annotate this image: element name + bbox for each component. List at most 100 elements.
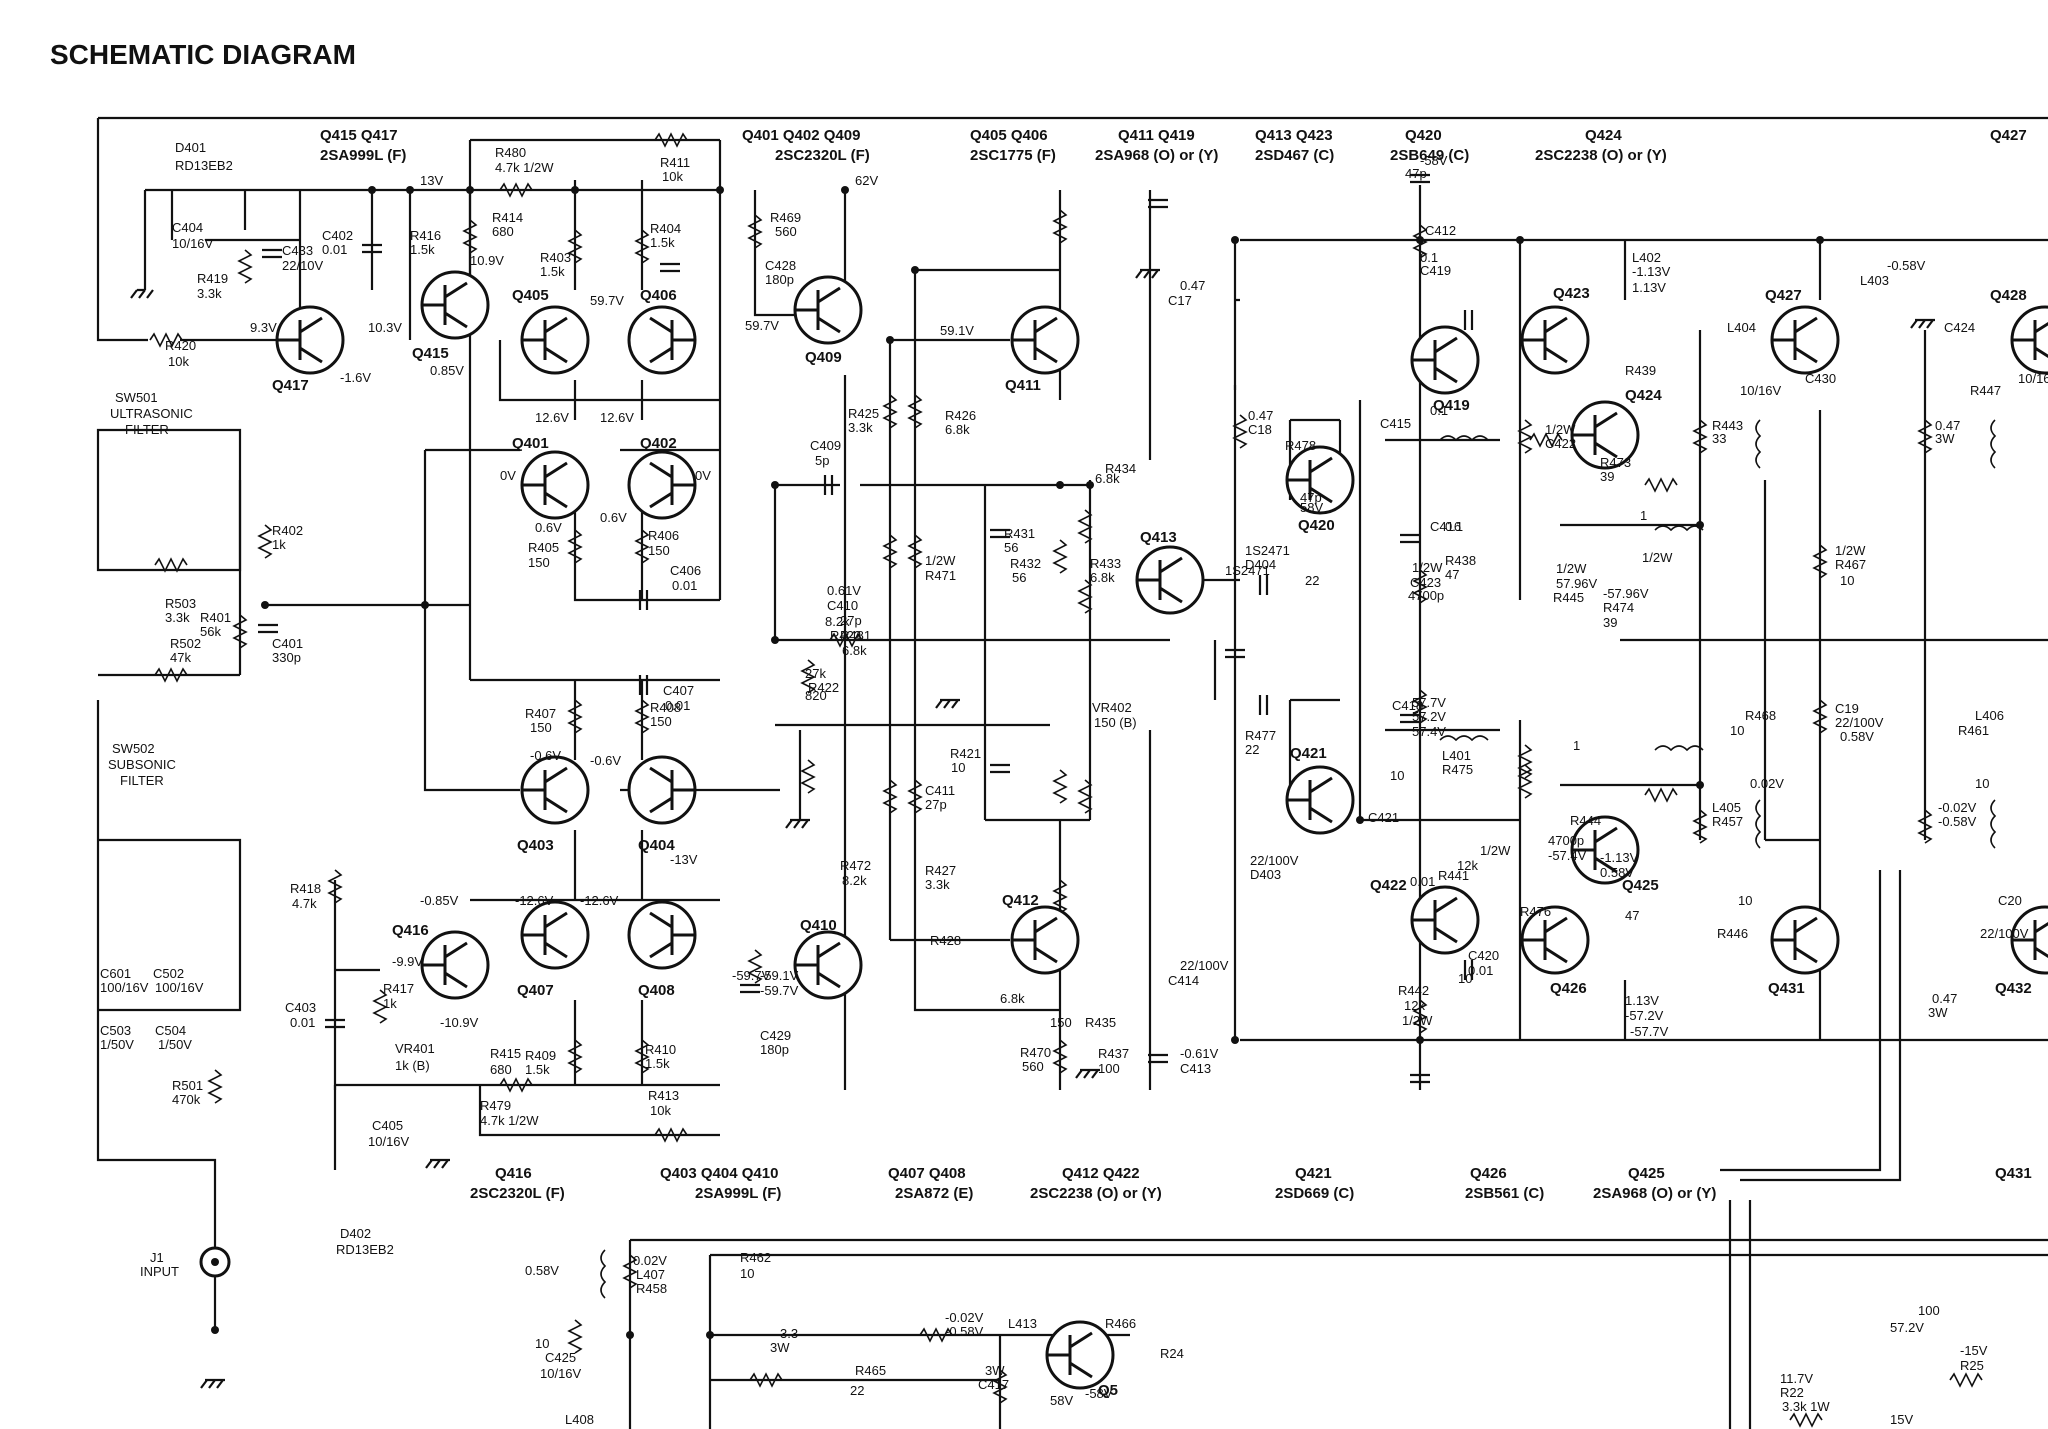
footer-part-label: Q426 [1470, 1165, 1507, 1182]
component-label: C401 [272, 636, 303, 651]
footer-part-label: Q421 [1295, 1165, 1332, 1182]
transistor-label-q417: Q417 [272, 377, 309, 394]
component-label: 10 [951, 760, 965, 775]
footer-part-label: 2SB561 (C) [1465, 1185, 1544, 1202]
header-part-label: Q415 Q417 [320, 127, 398, 144]
component-label: R410 [645, 1042, 676, 1057]
component-label: 4700p [1548, 833, 1584, 848]
component-label: -0.58V [1887, 258, 1926, 273]
component-label: -59.7V [760, 983, 799, 998]
transistor-q406-symbol [627, 305, 697, 375]
component-label: 47k [170, 650, 191, 665]
component-label: 1.13V [1625, 993, 1659, 1008]
component-label: 1k (B) [395, 1058, 430, 1073]
transistor-q410-symbol [793, 930, 863, 1000]
component-label: R445 [1553, 590, 1584, 605]
component-label: R406 [648, 528, 679, 543]
component-label: 10k [650, 1103, 671, 1118]
transistor-q403-symbol [520, 755, 590, 825]
component-label: C17 [1168, 293, 1192, 308]
component-label: C429 [760, 1028, 791, 1043]
component-label: 13V [420, 173, 443, 188]
transistor-label-q424: Q424 [1625, 387, 1662, 404]
component-label: -57.4V [1548, 848, 1587, 863]
footer-part-label: Q407 Q408 [888, 1165, 966, 1182]
header-part-label: Q424 [1585, 127, 1622, 144]
component-label: R417 [383, 981, 414, 996]
header-part-label: 2SD467 (C) [1255, 147, 1334, 164]
component-label: 1S2471 [1225, 563, 1270, 578]
transistor-label-q406: Q406 [640, 287, 677, 304]
component-label: 1k [272, 537, 286, 552]
transistor-q421-symbol [1285, 765, 1355, 835]
component-label: 10/16V [368, 1134, 410, 1149]
component-label: 10 [1390, 768, 1404, 783]
component-label: 100/16V [100, 980, 149, 995]
header-part-label: 2SC2320L (F) [775, 147, 870, 164]
component-label: -0.02V [945, 1310, 984, 1325]
component-label: 1/2W [1556, 561, 1587, 576]
component-label: 8.2k [842, 873, 867, 888]
transistor-label-q5: Q5 [1098, 1382, 1118, 1399]
component-label: R439 [1625, 363, 1656, 378]
component-label: -15V [1960, 1343, 1988, 1358]
component-label: C418 [1392, 698, 1423, 713]
component-label: 12k [1457, 858, 1478, 873]
input-jack [199, 1246, 231, 1278]
component-label: 0.1 [1430, 403, 1448, 418]
transistor-label-q408: Q408 [638, 982, 675, 999]
component-label: 0.6V [535, 520, 562, 535]
component-label: 10.9V [470, 253, 504, 268]
component-label: R457 [1712, 814, 1743, 829]
component-label: 150 [1050, 1015, 1072, 1030]
component-label: R422 [808, 680, 839, 695]
component-label: -58V [1085, 1386, 1113, 1401]
component-label: 3.3k [165, 610, 190, 625]
component-label: C601 [100, 966, 131, 981]
component-label: 3.3k 1W [1782, 1399, 1830, 1414]
component-label: -0.02V [1938, 800, 1977, 815]
footer-part-label: Q412 Q422 [1062, 1165, 1140, 1182]
header-part-label: Q427 [1990, 127, 2027, 144]
component-label: 58V [1050, 1393, 1073, 1408]
component-label: 3.3k [197, 286, 222, 301]
component-label: R421 [950, 746, 981, 761]
component-label: R25 [1960, 1358, 1984, 1373]
transistor-label-q419: Q419 [1433, 397, 1470, 414]
component-label: C20 [1998, 893, 2022, 908]
component-label: C502 [153, 966, 184, 981]
component-label: C425 [545, 1350, 576, 1365]
component-label: -0.58V [945, 1324, 984, 1339]
transistor-label-q401: Q401 [512, 435, 549, 452]
component-label: 57.2V [1890, 1320, 1924, 1335]
footer-part-label: Q416 [495, 1165, 532, 1182]
component-label: R442 [1398, 983, 1429, 998]
component-label: 1.5k [525, 1062, 550, 1077]
component-label: INPUT [140, 1264, 179, 1279]
component-label: R432 [1010, 556, 1041, 571]
component-label: FILTER [120, 773, 164, 788]
transistor-label-q415: Q415 [412, 345, 449, 362]
component-label: L403 [1860, 273, 1889, 288]
component-label: R444 [1570, 813, 1601, 828]
footer-part-label: 2SA968 (O) or (Y) [1593, 1185, 1716, 1202]
component-label: SW501 [115, 390, 158, 405]
component-label: 1/2W [1642, 550, 1673, 565]
transistor-q413-symbol [1135, 545, 1205, 615]
component-label: L401 [1442, 748, 1471, 763]
component-label: C417 [978, 1377, 1009, 1392]
transistor-label-q405: Q405 [512, 287, 549, 304]
component-label: R477 [1245, 728, 1276, 743]
component-label: R465 [855, 1363, 886, 1378]
component-label: 59.7V [745, 318, 779, 333]
component-label: R22 [1780, 1385, 1804, 1400]
component-label: 0.02V [1750, 776, 1784, 791]
component-label: 1.5k [650, 235, 675, 250]
component-label: R441 [1438, 868, 1469, 883]
component-label: R419 [197, 271, 228, 286]
component-label: 10 [1458, 971, 1472, 986]
component-label: R474 [1603, 600, 1634, 615]
component-label: 59.1V [940, 323, 974, 338]
transistor-label-q402: Q402 [640, 435, 677, 452]
